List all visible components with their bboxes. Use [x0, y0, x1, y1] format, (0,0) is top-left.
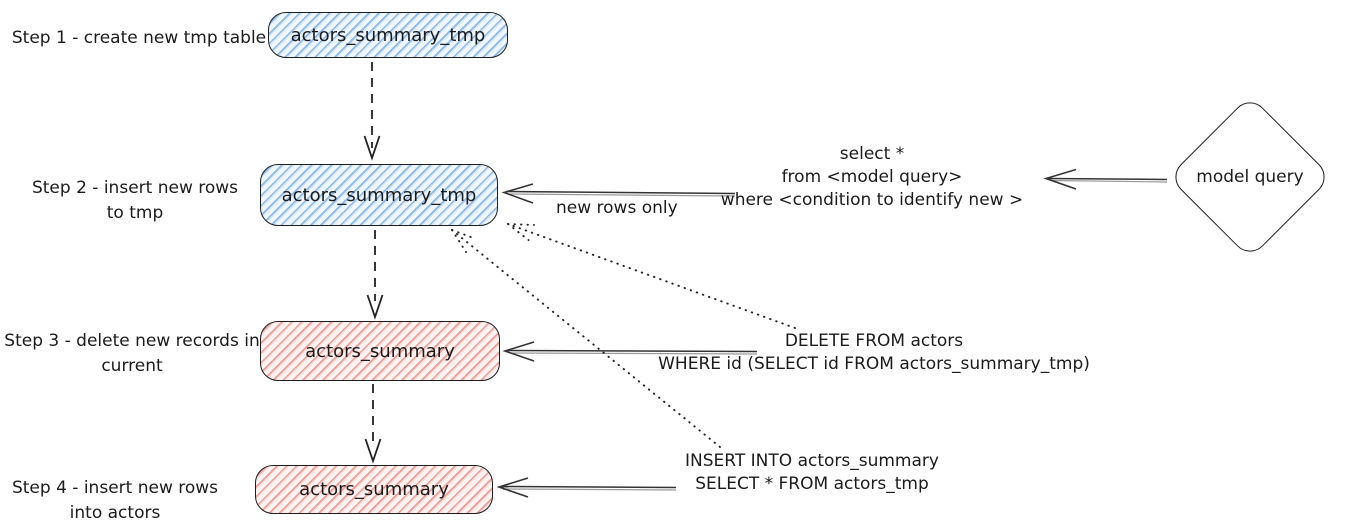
step-3-label: Step 3 - delete new records in current	[4, 329, 259, 379]
arrow-step3-to-step4	[364, 384, 382, 464]
model-query-label: model query	[1196, 167, 1304, 187]
arrow-select-to-tmp	[501, 183, 736, 204]
select-query-line1: select *	[839, 144, 905, 164]
node-step4-label: actors_summary	[299, 479, 449, 500]
select-query-text: select * from <model query> where <condi…	[721, 143, 1023, 212]
node-step2-label: actors_summary_tmp	[281, 184, 477, 206]
node-step1-label: actors_summary_tmp	[290, 24, 486, 46]
node-step1-actors-summary-tmp: actors_summary_tmp	[268, 12, 508, 58]
insert-query-text: INSERT INTO actors_summary SELECT * FROM…	[685, 450, 939, 496]
step-4-label: Step 4 - insert new rows into actors	[12, 476, 218, 526]
step-3-label-line1: Step 3 - delete new records in	[4, 331, 260, 351]
select-query-line3: where <condition to identify new >	[720, 190, 1024, 210]
node-step3-label: actors_summary	[305, 340, 455, 362]
new-rows-only-label: new rows only	[556, 198, 678, 218]
step-4-label-line2: into actors	[69, 503, 161, 523]
insert-query-line2: SELECT * FROM actors_tmp	[695, 474, 929, 494]
dotted-arrow-delete-ref-tmp	[507, 223, 796, 329]
delete-query-line1: DELETE FROM actors	[784, 331, 964, 351]
delete-query-line2: WHERE id (SELECT id FROM actors_summary_…	[658, 354, 1090, 374]
step-2-label-line1: Step 2 - insert new rows	[31, 178, 239, 198]
step-2-label: Step 2 - insert new rows to tmp	[32, 176, 238, 226]
step-1-label: Step 1 - create new tmp table	[12, 26, 266, 51]
arrow-delete-to-summary	[502, 341, 758, 362]
arrow-insert-to-summary	[496, 477, 677, 498]
node-model-query: model query	[1167, 94, 1333, 260]
arrow-step2-to-step3	[366, 230, 384, 320]
step-1-label-line1: Step 1 - create new tmp table	[11, 28, 267, 48]
arrow-modelquery-to-select	[1043, 168, 1168, 190]
dotted-arrow-insert-ref-tmp	[451, 229, 721, 448]
select-query-line2: from <model query>	[781, 167, 963, 187]
step-4-label-line1: Step 4 - insert new rows	[11, 478, 219, 498]
step-2-label-line2: to tmp	[106, 203, 164, 223]
arrow-step1-to-step2	[363, 62, 381, 161]
delete-query-text: DELETE FROM actors WHERE id (SELECT id F…	[658, 330, 1090, 376]
node-step4-actors-summary: actors_summary	[255, 465, 493, 514]
node-step3-actors-summary: actors_summary	[260, 321, 500, 381]
step-3-label-line2: current	[101, 356, 163, 376]
node-step2-actors-summary-tmp: actors_summary_tmp	[260, 164, 498, 226]
insert-query-line1: INSERT INTO actors_summary	[685, 451, 939, 471]
